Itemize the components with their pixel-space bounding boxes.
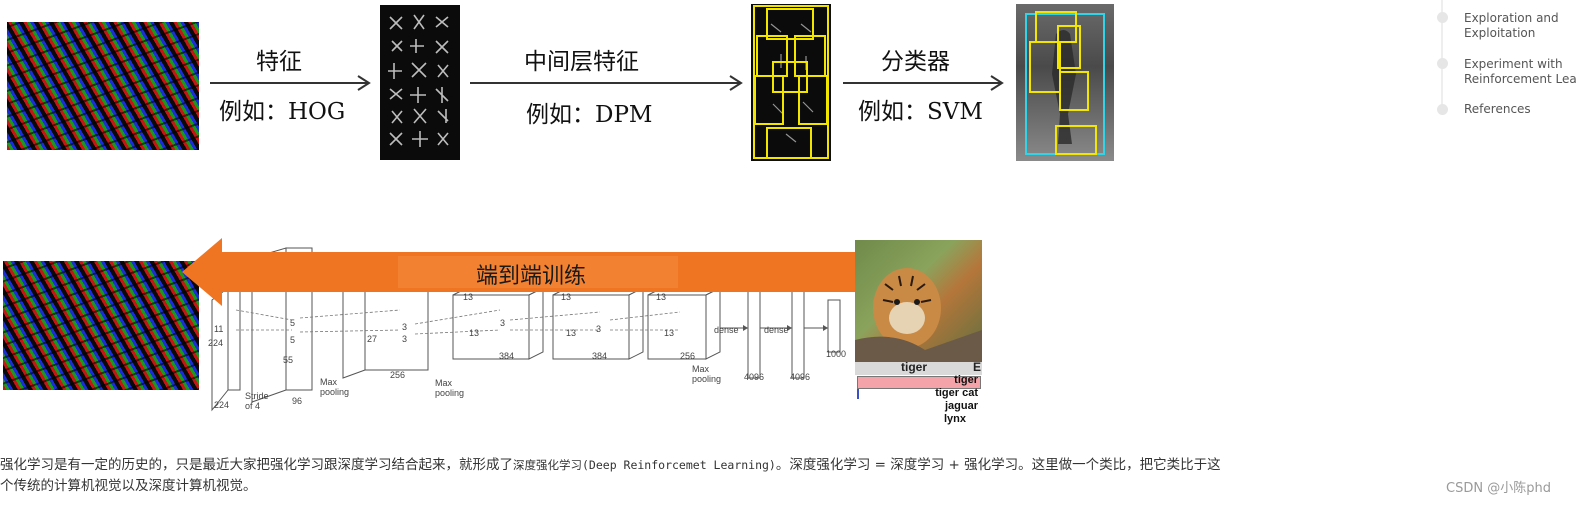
cnn-architecture-diagram	[211, 247, 841, 412]
prediction-label: tiger	[954, 374, 978, 386]
mid-feature-example: 例如：DPM	[526, 102, 653, 128]
cnn-dim-label: 13	[656, 292, 667, 302]
cnn-dim-label: 384	[592, 351, 608, 361]
caption-text: 。深度强化学习 = 深度学习 + 强化学习。这里做一个类比，把它类比于这	[775, 457, 1221, 473]
detection-result-image	[1016, 4, 1114, 161]
watermark: CSDN @小陈phd	[1446, 481, 1551, 496]
cnn-pool-label: Max pooling	[320, 377, 350, 397]
arrow-right-icon	[843, 75, 1004, 91]
prediction-header-right: E	[973, 360, 982, 374]
feature-example: 例如：HOG	[219, 99, 346, 125]
toc-dot	[1437, 12, 1448, 23]
prediction-header-label: tiger	[901, 360, 928, 374]
cnn-dim-label: 3	[596, 324, 602, 334]
prediction-bar-tiger	[857, 376, 981, 389]
end-to-end-arrow	[182, 238, 872, 306]
cnn-pool-label: Max pooling	[435, 378, 465, 398]
prediction-bar-marker	[857, 389, 859, 399]
input-pixel-image-top	[7, 22, 199, 150]
cnn-dim-label: 224	[214, 400, 230, 410]
hog-feature-image	[380, 5, 460, 160]
input-pixel-image-bottom	[3, 261, 199, 390]
end-to-end-label: 端到端训练	[476, 264, 587, 289]
prediction-panel: tiger E tiger tiger cat jaguar lynx	[855, 360, 982, 426]
cnn-dim-label: 224	[208, 338, 224, 348]
cnn-dim-label: 5	[290, 335, 296, 345]
cnn-dim-label: 256	[390, 370, 406, 380]
caption-text: 强化学习是有一定的历史的，只是最近大家把强化学习跟深度学习结合起来，就形成了	[0, 457, 513, 473]
feature-label: 特征	[256, 49, 302, 75]
cnn-dim-label: 5	[290, 318, 296, 328]
cnn-dim-label: 3	[500, 318, 506, 328]
classifier-example: 例如：SVM	[858, 99, 983, 125]
arrow-right-icon	[210, 75, 371, 91]
cnn-dim-label: 384	[499, 351, 515, 361]
caption-term: 深度强化学习(Deep Reinforcemet Learning)	[513, 458, 776, 472]
prediction-label: lynx	[943, 413, 966, 425]
cnn-dim-label: 11	[214, 324, 224, 334]
cnn-dim-label: 4096	[744, 372, 765, 382]
cnn-dim-label: 96	[292, 396, 303, 406]
classifier-label: 分类器	[881, 49, 950, 75]
prediction-header	[855, 362, 982, 375]
cnn-dim-label: 1000	[826, 349, 847, 359]
cnn-dense-label: dense	[714, 325, 739, 335]
cnn-dim-label: 3	[402, 334, 408, 344]
toc-dot	[1437, 58, 1448, 69]
toc-item-references[interactable]: References	[1464, 102, 1531, 116]
cnn-dim-label: 55	[283, 355, 294, 365]
toc-item-exploration[interactable]: Exploration and Exploitation	[1464, 11, 1559, 40]
cnn-dim-label: 13	[469, 328, 480, 338]
mid-feature-label: 中间层特征	[524, 49, 639, 75]
toc-item-experiment[interactable]: Experiment with Reinforcement Lea	[1464, 57, 1577, 86]
cnn-stride-label: Stride of 4	[245, 391, 269, 411]
caption-text: 个传统的计算机视觉以及深度计算机视觉。	[0, 478, 257, 494]
cnn-pool-label: Max pooling	[692, 364, 722, 384]
prediction-label: jaguar	[944, 400, 978, 412]
cnn-dim-label: 13	[463, 292, 474, 302]
caption-paragraph: 强化学习是有一定的历史的，只是最近大家把强化学习跟深度学习结合起来，就形成了深度…	[0, 455, 1420, 497]
cnn-dim-label: 13	[664, 328, 675, 338]
cnn-dim-label: 4096	[790, 372, 811, 382]
cnn-dense-label: dense	[764, 325, 789, 335]
prediction-label: tiger cat	[935, 387, 978, 399]
cnn-dim-label: 13	[561, 292, 572, 302]
cnn-dim-label: 256	[680, 351, 696, 361]
toc-dot	[1437, 104, 1448, 115]
tiger-photo	[855, 240, 982, 362]
arrow-right-icon	[470, 75, 743, 91]
cnn-dim-label: 13	[566, 328, 577, 338]
cnn-dim-label: 27	[367, 334, 378, 344]
toc-rail	[1441, 0, 1443, 112]
cnn-dim-label: 3	[402, 322, 408, 332]
dpm-feature-image	[751, 4, 831, 161]
